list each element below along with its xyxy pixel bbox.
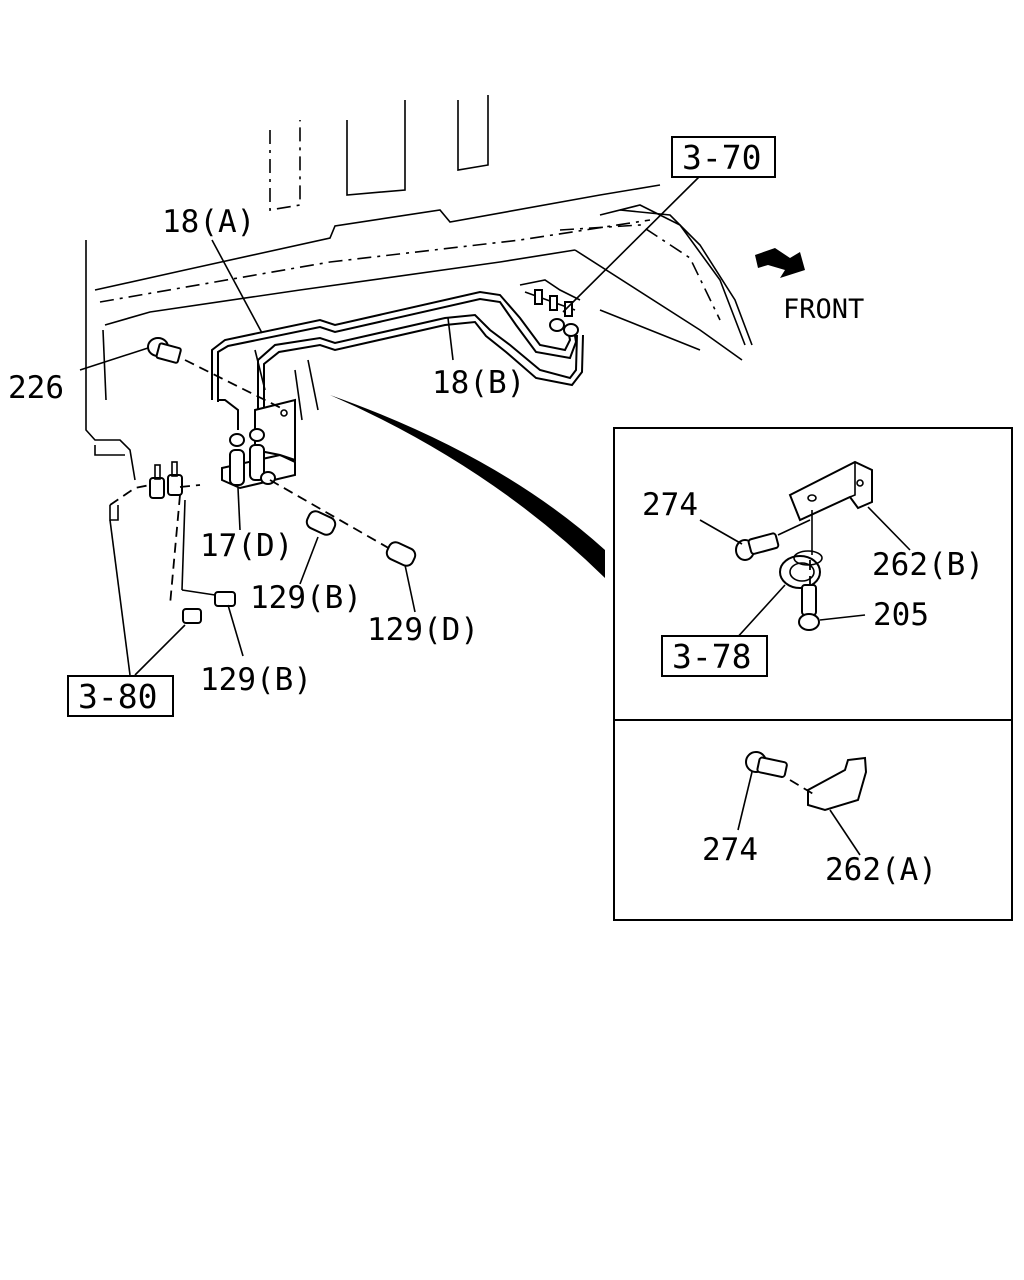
label-129d: 129(D) [367,612,479,648]
label-129b-top: 129(B) [250,580,362,616]
brake-pipe-18 [211,290,584,432]
bracket-262b [788,460,873,522]
label-262b: 262(B) [872,547,984,583]
pipe-fittings-right [519,279,581,337]
bolt-274-bottom [745,751,816,796]
ref-3-80: 3-80 [78,677,157,716]
bolt-205 [798,560,820,631]
ref-box-3-70: 3-70 [671,136,776,178]
label-205: 205 [873,597,929,633]
front-arrow-icon [755,248,805,278]
leader-lines [79,175,701,676]
label-18a: 18(A) [162,204,255,240]
bolt-274-top [735,519,811,561]
label-274-top: 274 [642,487,698,523]
ref-box-3-80: 3-80 [67,675,174,717]
label-274-bottom: 274 [702,832,758,868]
left-pipe-fittings [109,461,236,624]
ref-box-3-78: 3-78 [661,635,768,677]
bracket-262a [807,756,868,812]
label-18b: 18(B) [432,365,525,401]
label-front: FRONT [783,294,864,325]
ref-3-70: 3-70 [682,138,761,177]
spacers-129 [269,479,417,567]
label-262a: 262(A) [825,852,937,888]
detail-pointer-curve [330,395,605,578]
frame-outline [85,95,753,481]
label-129b-bottom: 129(B) [200,662,312,698]
label-226: 226 [8,370,64,406]
ref-3-78: 3-78 [672,637,751,676]
label-17d: 17(D) [200,528,293,564]
bolt-226 [147,337,286,411]
three-way-junction-17d [221,398,296,490]
